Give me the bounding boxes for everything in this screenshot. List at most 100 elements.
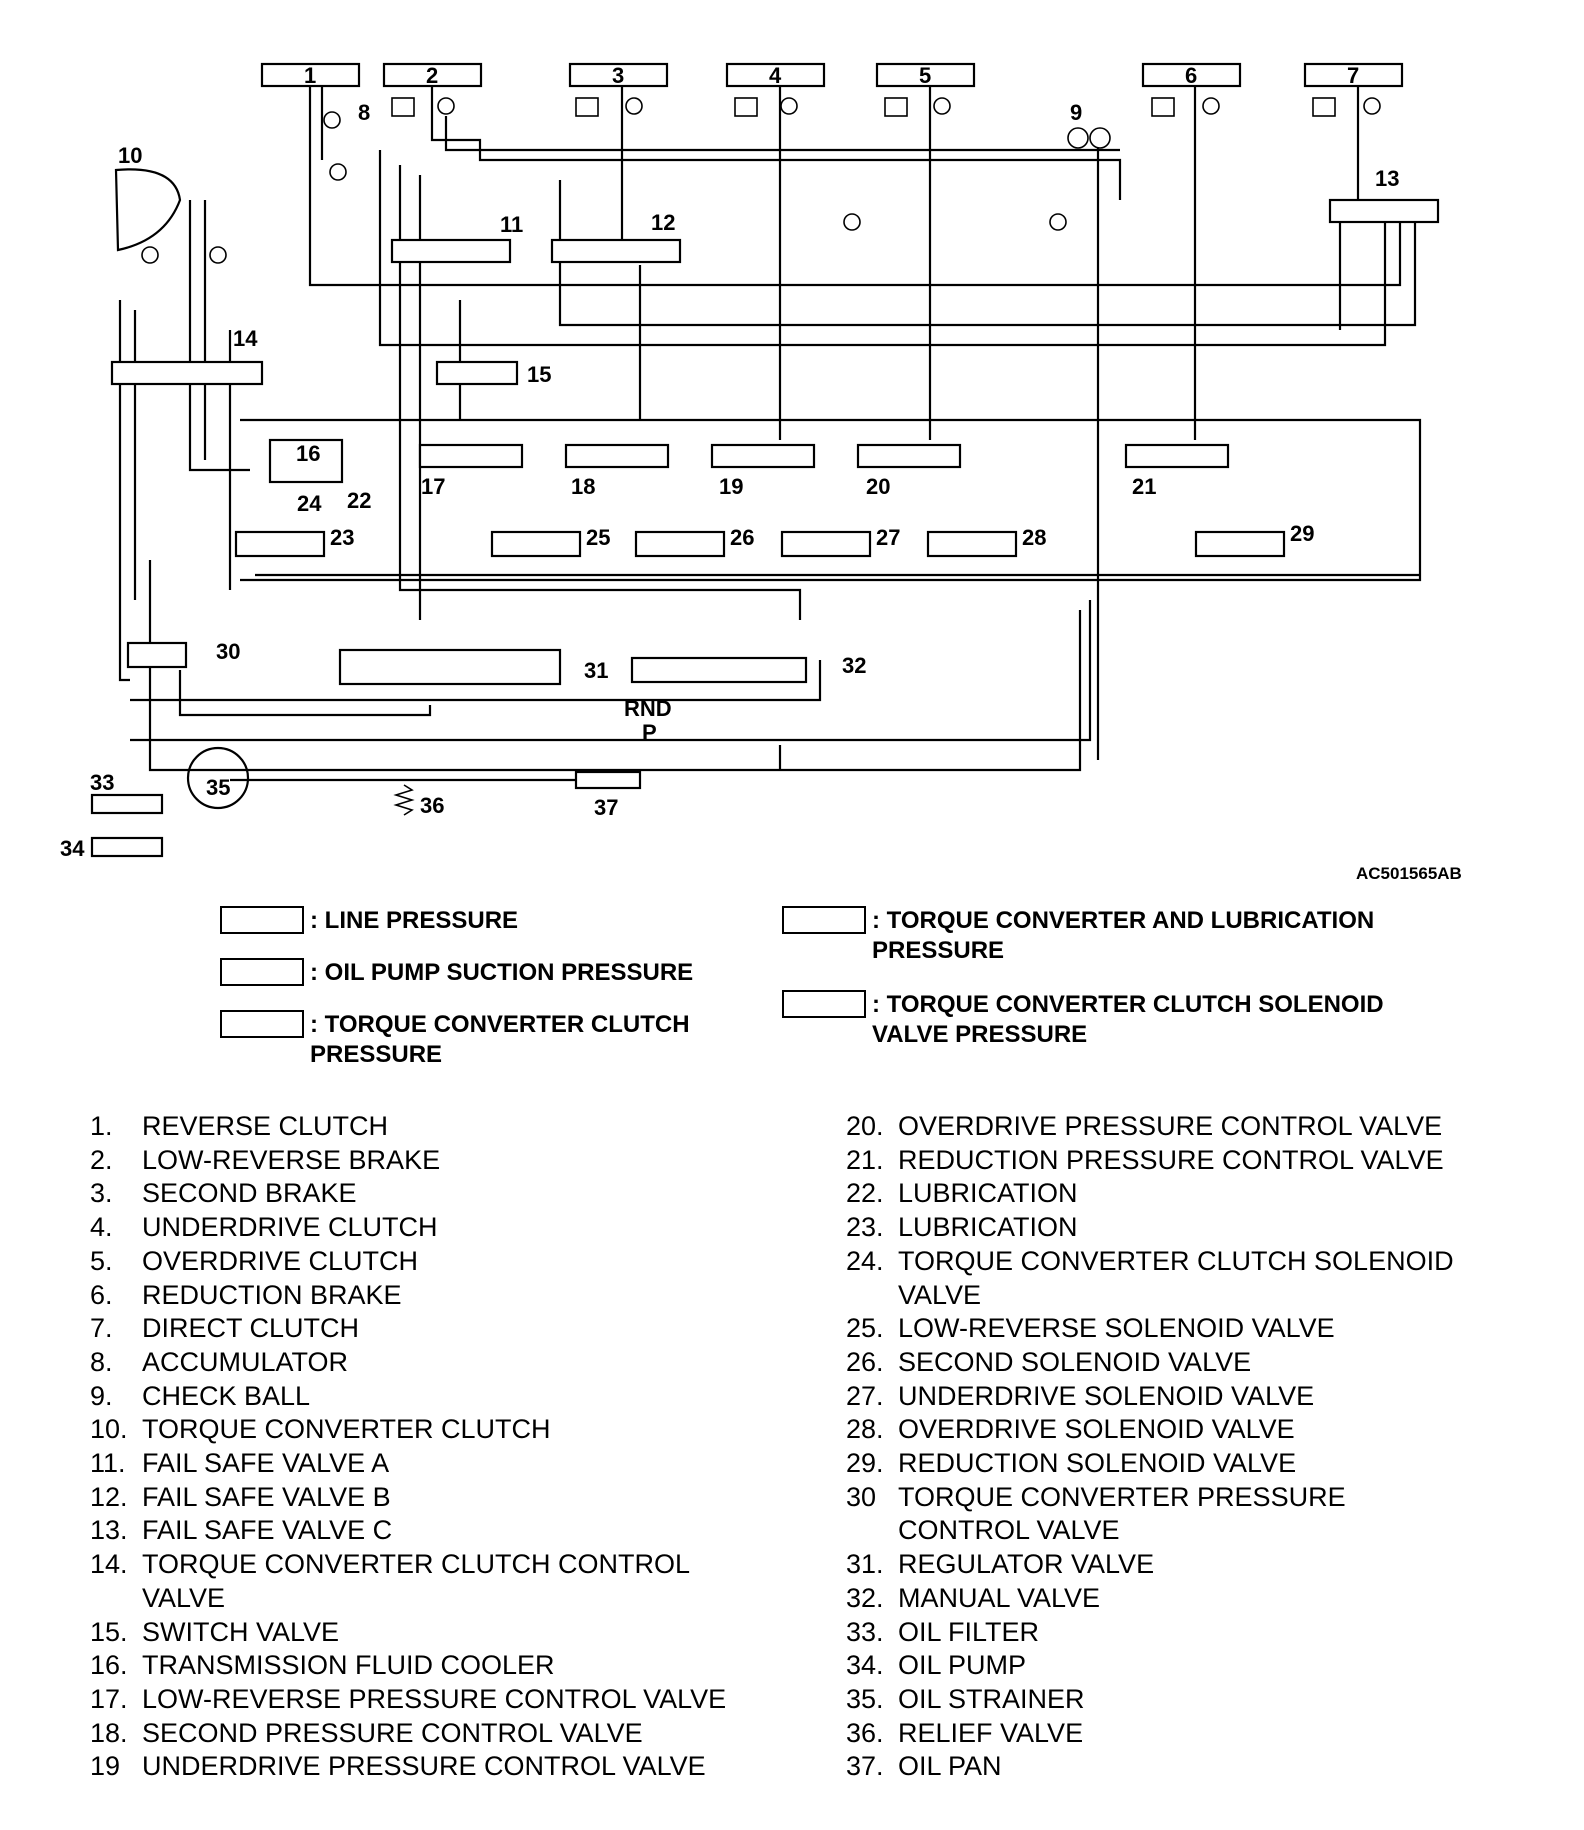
legend-number: 19 [90, 1751, 121, 1782]
legend-number: 17. [90, 1683, 128, 1714]
legend-item: 5.OVERDRIVE CLUTCH [90, 1245, 770, 1279]
selector-park: P [642, 720, 657, 745]
legend-item: 36.RELIEF VALVE [846, 1717, 1546, 1751]
legend-number: 3. [90, 1178, 113, 1209]
diagram-label: 31 [584, 658, 608, 683]
legend-item: 1.REVERSE CLUTCH [90, 1110, 770, 1144]
diagram-label: 2 [426, 63, 438, 88]
legend-item: 22. LUBRICATION [846, 1177, 1546, 1211]
legend-text: FAIL SAFE VALVE A [142, 1448, 390, 1479]
legend-number: 15. [90, 1616, 128, 1647]
legend-number: 22. [846, 1178, 884, 1209]
pressure-key-label: : OIL PUMP SUCTION PRESSURE [310, 959, 694, 986]
diagram-label: 16 [296, 441, 320, 466]
legend-item: 24.TORQUE CONVERTER CLUTCH SOLENOID VALV… [846, 1245, 1546, 1312]
legend-number: 10. [90, 1414, 128, 1445]
diagram-label: 7 [1347, 63, 1359, 88]
legend-item: 34. OIL PUMP [846, 1649, 1546, 1683]
legend-number: 9. [90, 1380, 113, 1411]
legend-text: REDUCTION SOLENOID VALVE [898, 1448, 1297, 1479]
diagram-label: 9 [1070, 100, 1082, 125]
diagram-label: 8 [358, 100, 370, 125]
torque-converter-shape [114, 168, 182, 252]
selector-positions: RND [624, 696, 672, 721]
diagram-label: 19 [719, 474, 743, 499]
diagram-label: 33 [90, 770, 114, 795]
legend-text: UNDERDRIVE SOLENOID VALVE [898, 1380, 1315, 1411]
legend-item: 3.SECOND BRAKE [90, 1177, 770, 1211]
pressure-key-line: : LINE PRESSURE [220, 906, 518, 936]
legend-item: 26.SECOND SOLENOID VALVE [846, 1346, 1546, 1380]
legend-text: FAIL SAFE VALVE B [142, 1481, 391, 1512]
legend-item: 16. TRANSMISSION FLUID COOLER [90, 1649, 770, 1683]
legend-text: SECOND PRESSURE CONTROL VALVE [142, 1717, 643, 1748]
legend-number: 18. [90, 1717, 128, 1748]
legend-item: 28. OVERDRIVE SOLENOID VALVE [846, 1413, 1546, 1447]
pressure-key-tcc: : TORQUE CONVERTER CLUTCH PRESSURE [220, 1010, 690, 1070]
legend-number: 28. [846, 1414, 884, 1445]
legend-number: 12. [90, 1481, 128, 1512]
legend-text: TRANSMISSION FLUID COOLER [142, 1650, 555, 1681]
legend-text: REVERSE CLUTCH [142, 1111, 389, 1141]
valve-bodies [90, 198, 1440, 858]
clutch-boxes [260, 62, 1404, 88]
legend-number: 14. [90, 1549, 128, 1580]
diagram-label: 24 [297, 491, 322, 516]
legend-number: 31. [846, 1549, 884, 1580]
legend-item: 32.MANUAL VALVE [846, 1582, 1546, 1616]
legend-number: 20. [846, 1111, 884, 1141]
legend-item: 29.REDUCTION SOLENOID VALVE [846, 1447, 1546, 1481]
legend-item: 18. SECOND PRESSURE CONTROL VALVE [90, 1717, 770, 1751]
pressure-swatch [220, 1010, 304, 1038]
legend-item: 17. LOW-REVERSE PRESSURE CONTROL VALVE [90, 1683, 770, 1717]
legend-text: CHECK BALL [142, 1380, 311, 1411]
legend-item: 20.OVERDRIVE PRESSURE CONTROL VALVE [846, 1110, 1546, 1144]
legend-number: 33. [846, 1616, 884, 1647]
diagram-label: 18 [571, 474, 595, 499]
legend-number: 16. [90, 1650, 128, 1681]
diagram-label: 26 [730, 525, 754, 550]
legend-item: 4.UNDERDRIVE CLUTCH [90, 1211, 770, 1245]
diagram-label: 36 [420, 793, 444, 818]
legend-text: OIL PAN [898, 1751, 1002, 1782]
legend-text: TORQUE CONVERTER CLUTCH SOLENOID VALVE [898, 1245, 1454, 1310]
legend-number: 8. [90, 1346, 113, 1377]
legend-text: RELIEF VALVE [898, 1717, 1084, 1748]
legend-text: LOW-REVERSE PRESSURE CONTROL VALVE [142, 1683, 727, 1714]
diagram-label: 13 [1375, 166, 1399, 191]
diagram-label: 23 [330, 525, 354, 550]
pressure-swatch [782, 906, 866, 934]
pressure-key-label: : TORQUE CONVERTER AND LUBRICATION PRESS… [872, 907, 1375, 964]
legend-number: 34. [846, 1650, 884, 1681]
diagram-label: 14 [233, 326, 258, 351]
legend-text: MANUAL VALVE [898, 1582, 1101, 1613]
legend-text: OIL PUMP [898, 1650, 1027, 1681]
diagram-label: 10 [118, 143, 142, 168]
diagram-label: 22 [347, 488, 371, 513]
pressure-swatch [220, 958, 304, 986]
legend-text: OVERDRIVE SOLENOID VALVE [898, 1414, 1295, 1445]
legend-item: 2.LOW-REVERSE BRAKE [90, 1144, 770, 1178]
reference-code: AC501565AB [1356, 864, 1462, 883]
legend-item: 14.TORQUE CONVERTER CLUTCH CONTROL VALVE [90, 1548, 770, 1615]
legend-text: LOW-REVERSE SOLENOID VALVE [898, 1313, 1335, 1344]
legend-number: 6. [90, 1279, 113, 1310]
legend-text: SECOND SOLENOID VALVE [898, 1346, 1252, 1377]
relief-valve-spring [393, 784, 415, 816]
diagram-label: 11 [500, 212, 523, 237]
hydraulic-passages [118, 86, 1422, 782]
legend-number: 2. [90, 1144, 113, 1175]
diagram-label: 1 [304, 63, 316, 88]
legend-text: ACCUMULATOR [142, 1346, 349, 1377]
legend-number: 25. [846, 1313, 884, 1344]
legend-text: OIL STRAINER [898, 1683, 1085, 1714]
legend-item: 31.REGULATOR VALVE [846, 1548, 1546, 1582]
diagram-label: 20 [866, 474, 890, 499]
diagram-label: 27 [876, 525, 900, 550]
diagram-label: 35 [206, 775, 230, 800]
legend-text: LUBRICATION [898, 1178, 1078, 1209]
pressure-key-tcc-solenoid: : TORQUE CONVERTER CLUTCH SOLENOID VALVE… [782, 990, 1384, 1050]
hydraulic-circuit-diagram: 1 2 3 4 5 6 7 8 9 10 11 12 13 14 15 16 1… [60, 62, 1440, 861]
